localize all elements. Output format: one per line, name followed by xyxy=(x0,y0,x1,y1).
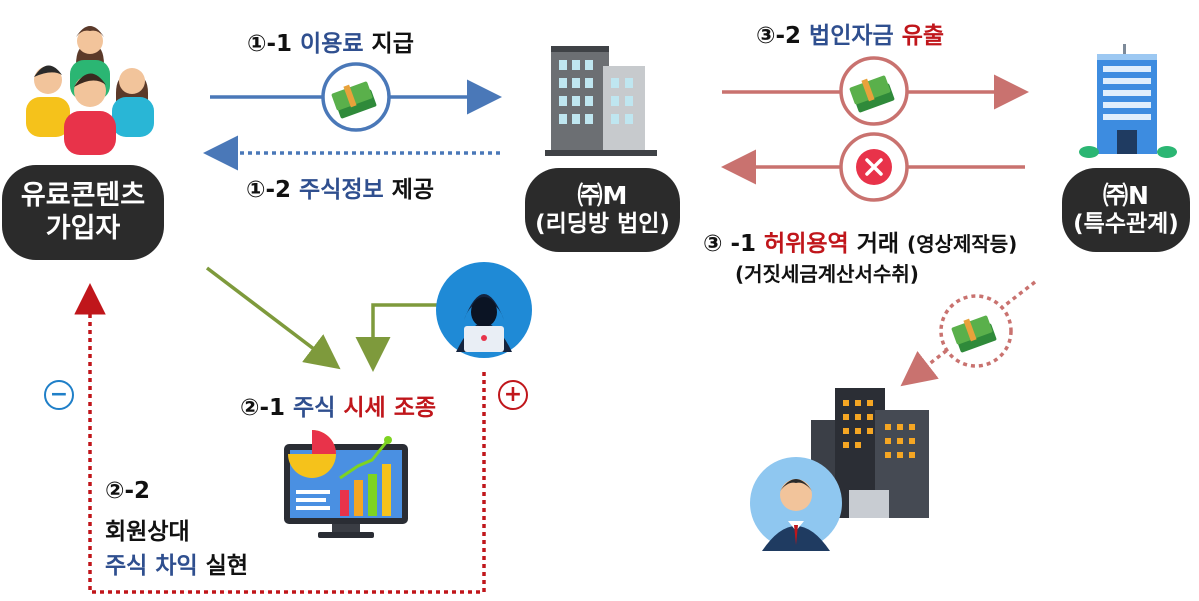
label-stock-info-text: 주식정보 xyxy=(299,177,384,203)
label-fee-payment-num: ①-1 xyxy=(247,31,293,57)
label-fake-service-line2-text: (거짓세금계산서수취) xyxy=(735,262,919,286)
label-manipulation-text: 주식 xyxy=(293,395,336,421)
cross-icon xyxy=(839,132,909,202)
subscriber-node: 유료콘텐츠 가입자 xyxy=(2,165,164,260)
businessman-icon xyxy=(750,457,842,551)
company-n-label-line2: (특수관계) xyxy=(1073,211,1179,238)
label-fake-service: ③ -1 허위용역 거래 (영상제작등) xyxy=(703,224,1017,258)
company-n-node: ㈜N (특수관계) xyxy=(1062,168,1190,252)
money-icon xyxy=(321,62,391,132)
label-profit-num: ②-2 xyxy=(105,478,150,504)
label-profit-line3: 주식 차익 실현 xyxy=(105,546,248,580)
label-fund-outflow: ③-2 법인자금 유출 xyxy=(756,16,944,50)
label-manipulation: ②-1 주식 시세 조종 xyxy=(240,388,436,422)
money-icon-outflow xyxy=(839,56,909,126)
arrow-hacker-to-manipulation xyxy=(355,303,438,372)
label-profit-line2: 회원상대 xyxy=(105,512,190,546)
label-fund-outflow-text2: 유출 xyxy=(901,23,945,49)
label-fake-service-text2: 거래 xyxy=(856,231,900,257)
arrow-profit-loop xyxy=(74,283,486,594)
people-group-icon xyxy=(26,26,154,155)
label-manipulation-text2: 시세 조종 xyxy=(343,395,437,421)
company-m-label-line2: (리딩방 법인) xyxy=(535,211,670,238)
company-n-building-icon xyxy=(1079,44,1177,158)
label-fund-outflow-num: ③-2 xyxy=(756,23,802,49)
label-fake-service-text3: (영상제작등) xyxy=(907,232,1018,256)
label-fee-payment-text2: 지급 xyxy=(371,31,414,57)
company-n-label-line1: ㈜N xyxy=(1103,181,1149,211)
label-fee-payment-text: 이용료 xyxy=(300,31,364,57)
label-fake-service-line2: (거짓세금계산서수취) xyxy=(735,258,919,287)
plus-icon: + xyxy=(498,380,528,410)
label-manipulation-num: ②-1 xyxy=(240,395,286,421)
label-fake-service-num: ③ -1 xyxy=(703,231,757,257)
label-profit-text2: 실현 xyxy=(205,553,248,579)
subscriber-label-line2: 가입자 xyxy=(45,212,121,244)
chart-monitor-icon xyxy=(284,430,408,538)
label-stock-info-text2: 제공 xyxy=(391,177,435,203)
minus-symbol: − xyxy=(49,382,69,407)
company-m-node: ㈜M (리딩방 법인) xyxy=(525,168,680,252)
hacker-icon xyxy=(436,262,532,358)
subscriber-label-line1: 유료콘텐츠 xyxy=(20,180,146,212)
label-profit-num-text: ②-2 xyxy=(105,478,151,504)
minus-icon: − xyxy=(44,380,74,410)
arrow-to-manipulation xyxy=(205,266,341,370)
label-profit-text: 주식 차익 xyxy=(105,553,198,579)
label-stock-info: ①-2 주식정보 제공 xyxy=(246,170,434,204)
label-profit-line2-text: 회원상대 xyxy=(105,519,190,545)
company-m-label-line1: ㈜M xyxy=(577,181,628,211)
plus-symbol: + xyxy=(503,382,523,407)
label-fund-outflow-text: 법인자금 xyxy=(809,23,894,49)
money-icon-dotted xyxy=(939,294,1013,368)
label-fake-service-text: 허위용역 xyxy=(764,231,849,257)
label-fee-payment: ①-1 이용료 지급 xyxy=(247,24,414,58)
label-stock-info-num: ①-2 xyxy=(246,177,292,203)
company-m-building-icon xyxy=(545,46,657,156)
